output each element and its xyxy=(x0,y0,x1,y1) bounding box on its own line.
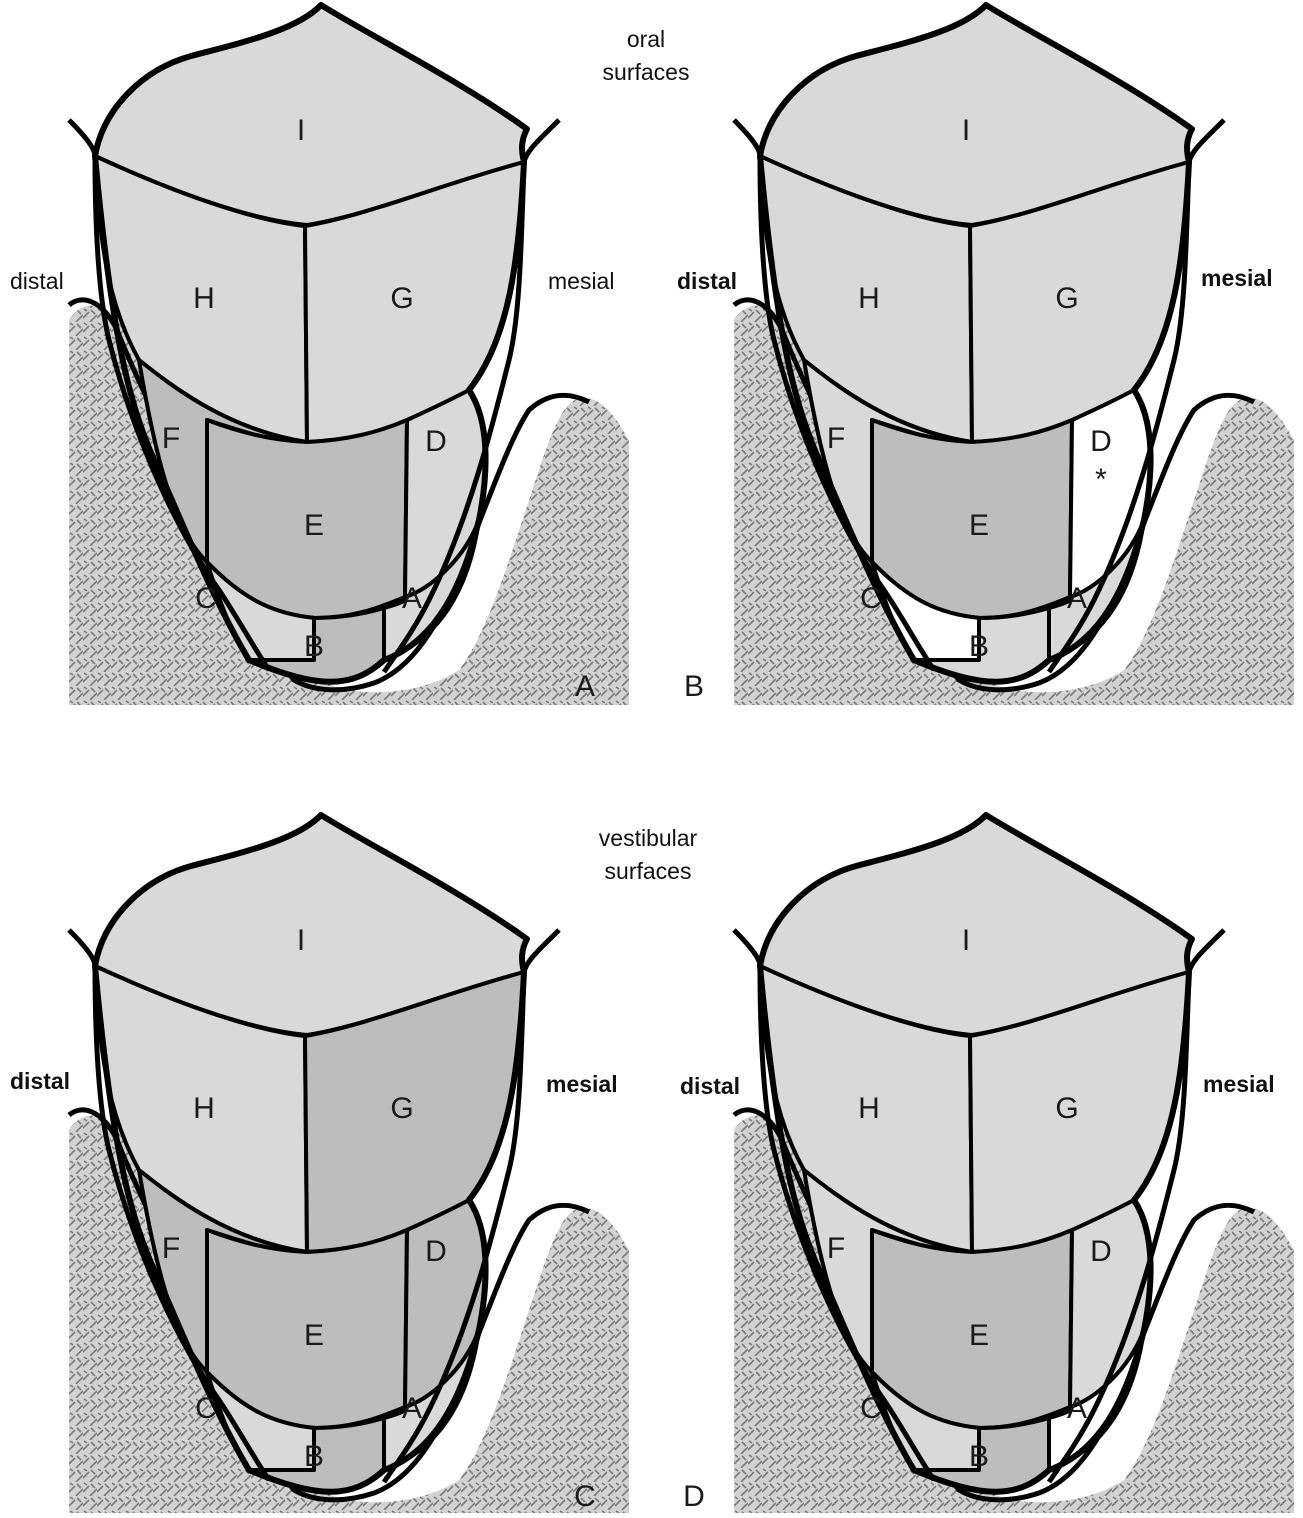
segment-label-f: F xyxy=(827,422,845,455)
segment-label-d: D xyxy=(425,1235,447,1268)
panel-letter: D xyxy=(683,1480,705,1513)
mesial-label: mesial xyxy=(546,1071,618,1097)
segment-label-a: A xyxy=(402,582,422,615)
segment-label-f: F xyxy=(162,422,180,455)
segment-label-h: H xyxy=(193,1092,215,1125)
oral-surfaces-label-line1: oral xyxy=(627,26,665,52)
segment-label-e: E xyxy=(304,509,324,542)
segment-label-i: I xyxy=(962,924,970,957)
segment-label-i: I xyxy=(297,114,305,147)
segment-label-d: D xyxy=(425,425,447,458)
distal-label: distal xyxy=(10,268,64,294)
segment-label-h: H xyxy=(193,282,215,315)
segment-label-g: G xyxy=(390,1092,413,1125)
segment-label-a: A xyxy=(402,1392,422,1425)
segment-label-g: G xyxy=(1055,282,1078,315)
mesial-label: mesial xyxy=(1201,265,1273,291)
segment-d-marker: * xyxy=(1095,463,1107,496)
mesial-label: mesial xyxy=(548,268,614,294)
segment-label-h: H xyxy=(858,282,880,315)
segment-label-c: C xyxy=(860,582,882,615)
distal-label: distal xyxy=(10,1068,70,1094)
segment-label-c: C xyxy=(195,1392,217,1425)
segment-label-b: B xyxy=(969,630,989,663)
segment-label-c: C xyxy=(195,582,217,615)
segment-label-g: G xyxy=(390,282,413,315)
segment-label-e: E xyxy=(969,1319,989,1352)
panel-letter: B xyxy=(684,670,704,703)
segment-label-b: B xyxy=(969,1440,989,1473)
panel-letter: A xyxy=(575,670,595,703)
segment-label-a: A xyxy=(1067,582,1087,615)
segment-label-e: E xyxy=(969,509,989,542)
oral-surfaces-label-line2: surfaces xyxy=(603,59,690,85)
segment-label-i: I xyxy=(962,114,970,147)
segment-label-h: H xyxy=(858,1092,880,1125)
segment-label-d: D xyxy=(1090,1235,1112,1268)
segment-label-a: A xyxy=(1067,1392,1087,1425)
segment-label-g: G xyxy=(1055,1092,1078,1125)
mesial-label: mesial xyxy=(1203,1071,1275,1097)
vestibular-surfaces-label-line1: vestibular xyxy=(599,825,698,851)
segment-label-d: D xyxy=(1090,425,1112,458)
vestibular-surfaces-label-line2: surfaces xyxy=(605,858,692,884)
panel-letter: C xyxy=(574,1480,596,1513)
segment-label-e: E xyxy=(304,1319,324,1352)
distal-label: distal xyxy=(677,268,737,294)
segment-label-f: F xyxy=(162,1232,180,1265)
distal-label: distal xyxy=(680,1073,740,1099)
segment-label-f: F xyxy=(827,1232,845,1265)
segment-label-b: B xyxy=(304,1440,324,1473)
segment-label-i: I xyxy=(297,924,305,957)
segment-label-c: C xyxy=(860,1392,882,1425)
segment-label-b: B xyxy=(304,630,324,663)
